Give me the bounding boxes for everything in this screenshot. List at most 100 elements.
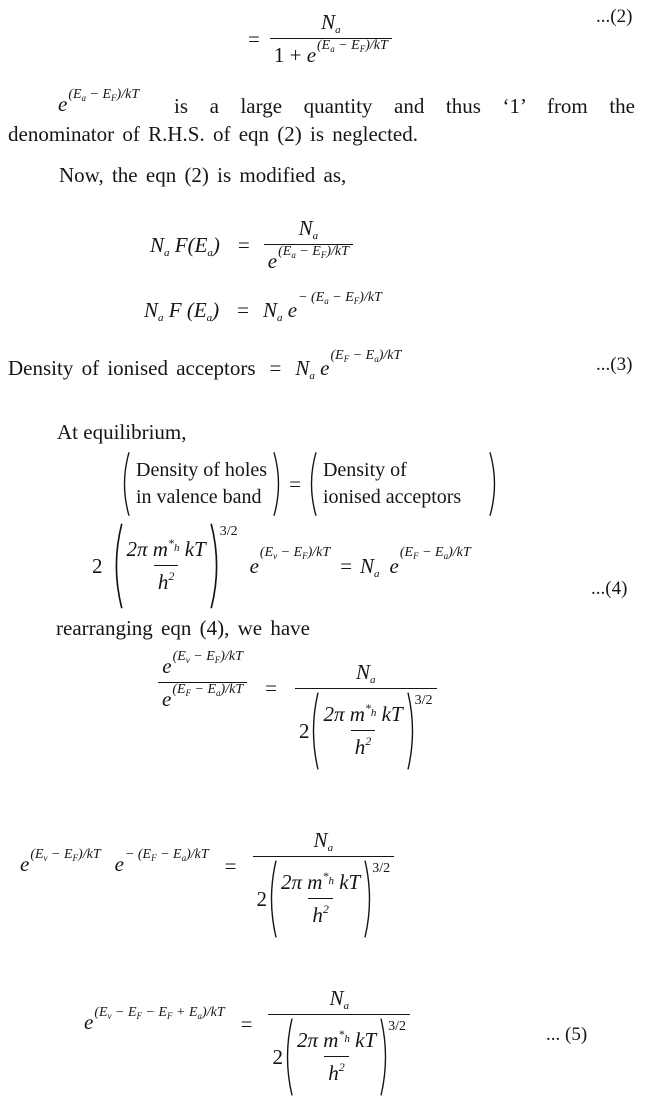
left-paren-icon [115,523,123,609]
rhs-fraction: Na 2 2π m*h kT h2 3/2 [268,986,411,1097]
rearrange-text: rearranging eqn (4), we have [56,616,310,640]
lhs: Na F (Ea) [144,298,220,324]
fraction: Na e(Ea − EF)/kT [263,216,353,274]
equals-sign: = [224,854,237,878]
para-exp: e(Ea − EF)/kT [58,87,139,117]
rhs: Na e [263,298,298,324]
numerator: 2π m*h kT [323,701,403,726]
lhs-fraction: e(Ev − EF)/kT e(EF − Ea)/kT [158,649,248,712]
numerator: 2π m*h kT [296,1027,377,1052]
exponent: (Ev − EF)/kT [30,847,101,863]
coefficient: 2 [298,718,310,743]
right-paren-icon [406,692,413,770]
right-line-1: Density of [322,459,407,481]
numerator: 2π m*h kT [126,536,206,561]
numerator: Na [355,660,376,686]
fraction: Na 1 + e(Ea − EF)/kT [269,10,392,68]
coefficient: 2 [272,1044,283,1069]
exp-base: e [306,43,317,67]
exp-base: e [58,92,68,116]
equation-tag-5: ... (5) [546,1024,588,1045]
lhs-exponent: (Ev − EF)/kT [259,545,331,561]
rhs-exp-base: e [389,553,399,578]
rhs-exponent: (EF − Ea)/kT [399,545,471,561]
numerator: 2π m*h kT [281,869,361,894]
rhs-fraction: Na 2 2π m*h kT h2 3/2 [294,652,437,771]
equation-2: = Na 1 + e(Ea − EF)/kT [248,10,392,68]
exp-base: e [162,654,172,678]
left-line-2: in valence band [136,486,262,508]
denominator: 1 + e(Ea − EF)/kT [269,38,392,68]
para-line-2: denominator of R.H.S. of eqn (2) is negl… [8,122,418,146]
power: 3/2 [219,524,238,539]
numerator: Na [321,10,341,36]
exponent: − (EF − Ea)/kT [124,847,209,863]
numerator: Na [329,986,349,1012]
equation-tag-2: ...(2) [596,6,633,27]
rhs: Na e [295,356,330,382]
power: 3/2 [414,693,433,708]
exp-base: e [20,852,30,876]
lhs-exp-base: e [249,553,259,578]
mass-fraction: 2π m*h kT h2 [319,702,406,760]
denominator: h2 [153,565,179,595]
left-paren-icon [313,692,320,770]
denominator: h2 [350,730,376,760]
numerator: Na [298,216,319,242]
denominator: e(Ea − EF)/kT [263,244,353,274]
power: 3/2 [372,861,391,876]
equals-sign: = [265,676,277,700]
equals-sign: = [289,471,301,496]
denominator: e(EF − Ea)/kT [158,682,248,712]
exponent: (Ev − EF − EF + Ea)/kT [94,1005,225,1021]
equals-sign: = [240,1012,253,1036]
right-line-2: ionised acceptors [322,486,462,508]
exp-base: e [267,249,278,273]
denominator: h2 [324,1056,349,1086]
equation-3: Density of ionised acceptors = Na e(EF −… [8,348,401,382]
label: Density of ionised acceptors [8,356,256,380]
left-box: Density of holes in valence band [136,457,267,511]
para-line-1: is a large quantity and thus ‘1’ from th… [174,94,635,118]
right-box: Density of ionised acceptors [323,457,483,511]
equals-sign: = [248,26,260,51]
exp-base: e [162,687,172,711]
equals-sign: = [269,356,282,380]
denominator: 2 2π m*h kT h2 3/2 [294,688,437,771]
equals-sign: = [237,232,250,257]
exp-base: e [114,852,124,876]
right-paren-icon [210,523,218,609]
equation-tag-3: ...(3) [596,354,633,375]
right-paren-icon [380,1018,387,1096]
den-one: 1 + [273,43,307,67]
denominator: h2 [308,898,333,928]
right-paren-icon [273,452,280,516]
left-paren-icon [310,452,317,516]
exponent: − (Ea − EF)/kT [298,289,382,306]
word-equation: Density of holes in valence band = Densit… [120,451,499,517]
right-paren-icon [489,452,496,516]
exp-base: e [84,1010,94,1034]
denominator: 2 2π m*h kT h2 3/2 [268,1014,411,1097]
mass-fraction: 2π m*h kT h2 [123,537,210,595]
numerator: e(Ev − EF)/kT [158,649,247,682]
right-paren-icon [364,860,371,938]
left-paren-icon [123,452,130,516]
exponent: (Ea − EF)/kT [317,38,388,54]
power: 3/2 [388,1019,407,1034]
exponent: (EF − Ea)/kT [172,682,244,698]
exponent: (Ea − EF)/kT [278,244,349,260]
left-line-1: Density of holes [136,459,268,481]
coefficient: 2 [92,553,103,578]
equilibrium-text: At equilibrium, [57,420,187,444]
equation-modified-1: Na F(Ea) = Na e(Ea − EF)/kT [150,216,353,274]
rhs-coefficient: Na [360,553,380,580]
mass-fraction: 2π m*h kT h2 [277,870,364,928]
equals-sign: = [340,553,353,578]
exponent: (Ea − EF)/kT [68,87,140,103]
left-paren-icon [270,860,277,938]
